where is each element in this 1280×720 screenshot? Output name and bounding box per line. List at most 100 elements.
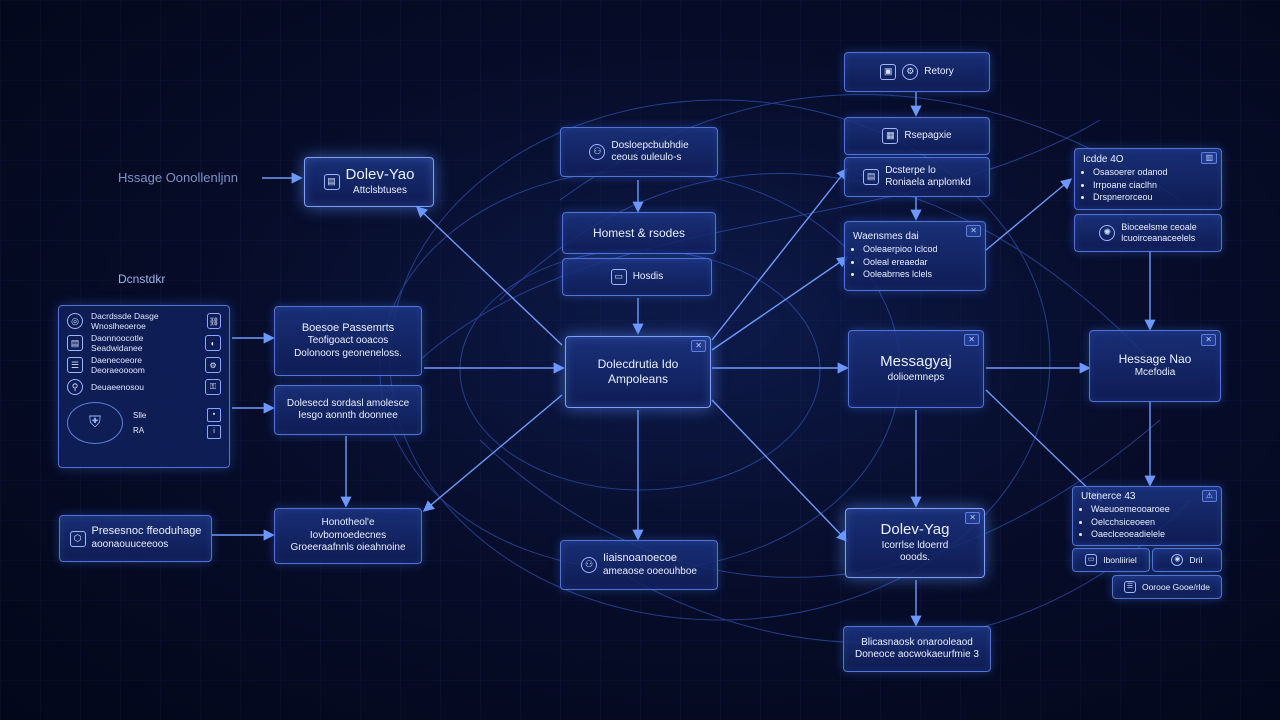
network-icon: ✺	[1099, 225, 1116, 241]
node-tiny-b[interactable]: ◉ DriI	[1152, 548, 1222, 572]
node-label: Ibonliiriel	[1103, 554, 1137, 565]
node-title: Messagyaj	[880, 353, 952, 371]
list-item: Drspnerorceou	[1093, 192, 1168, 203]
node-line: Ampoleans	[607, 372, 669, 386]
server-icon: ▤	[863, 169, 880, 185]
node-line: Doneoce aocwokaeurfmie 3	[855, 649, 979, 660]
node-line: ameaose ooeouhboe	[603, 565, 697, 577]
chart-icon[interactable]: ▥	[1201, 152, 1217, 164]
node-line: ceous ouleulo-s	[611, 152, 682, 163]
node-line: Iovbomoedecnes	[309, 529, 387, 541]
warning-icon[interactable]: ⚠	[1201, 490, 1217, 502]
node-passwords[interactable]: Boesoe Passemrts Teofigoact ooacos Dolon…	[274, 306, 422, 376]
panel-row-label: Daonnoocotle Seadwidanee	[91, 333, 144, 353]
server-icon: ▤	[67, 335, 83, 351]
node-desterpe[interactable]: ▤ Dcsterpe lo Roniaela anplomkd	[844, 157, 990, 197]
node-recovery[interactable]: ▣ ⚙ Retory	[844, 52, 990, 92]
gear-icon: ⚙	[902, 64, 919, 80]
node-right-top[interactable]: ▥ Icdde 4O Osasoerer odanod Irrpoane cia…	[1074, 148, 1222, 210]
node-line: Bioceelsme ceoale	[1121, 221, 1197, 232]
node-right-second[interactable]: ✺ Bioceelsme ceoale lcuoirceanaceelels	[1074, 214, 1222, 252]
close-icon[interactable]: ✕	[1201, 334, 1216, 346]
bullet-list: Ooleaerpioo lclcod Ooleal ereaedar Oolea…	[853, 243, 938, 281]
node-bottom-right[interactable]: Blicasnaosk onarooleaod Doneoce aocwokae…	[843, 626, 991, 672]
globe-icon[interactable]: ◐	[205, 335, 221, 351]
node-line: Hessage Nao	[1118, 352, 1192, 367]
node-label: Rsepagxie	[904, 129, 952, 141]
list-item: Irrpoane ciaclhn	[1093, 180, 1168, 191]
panel-row[interactable]: ⚲ Deuaeenosou ⚿	[59, 376, 229, 398]
node-honest[interactable]: Homest & rsodes	[562, 212, 716, 254]
panel-row-label: Dacrdssde Dasge Wnoslheoeroe	[91, 311, 159, 331]
node-dolev-center[interactable]: ✕ Dolecdrutia Ido Ampoleans	[565, 336, 711, 408]
node-resource-left[interactable]: ⬡ Presesnoc ffeoduhage aoonaouuceeoos	[59, 515, 212, 562]
close-icon[interactable]: ✕	[965, 512, 980, 524]
panel-row[interactable]: ☰ Daenecoeore Deoraeoooom ⚙	[59, 354, 229, 376]
list-item: Oelcchsiceoeen	[1091, 517, 1170, 528]
node-label: Oorooe Gooe/rlde	[1141, 581, 1211, 592]
node-debased[interactable]: Dolesecd sordasl amolesce Iesgo aonnth d…	[274, 385, 422, 435]
close-icon[interactable]: ✕	[691, 340, 706, 352]
link-icon[interactable]: ⛓	[206, 313, 221, 329]
node-maintenance[interactable]: ⚇ Iiaisnoanoecoe ameaose ooeouhboe	[560, 540, 718, 590]
window-icon: ▤	[323, 174, 340, 190]
panel-row[interactable]: ◎ Dacrdssde Dasge Wnoslheoeroe ⛓	[59, 310, 229, 332]
panel-row[interactable]: ▤ Daonnoocotle Seadwidanee ◐	[59, 332, 229, 354]
close-icon[interactable]: ✕	[964, 334, 979, 346]
lock-icon[interactable]: ⚿	[205, 379, 221, 395]
node-line: Boesoe Passemrts	[301, 321, 395, 334]
list-item: Ooleal ereaedar	[863, 257, 938, 268]
node-tiny-a[interactable]: ▭ Ibonliiriel	[1072, 548, 1150, 572]
node-line: Dolonoors geoneneloss.	[294, 347, 402, 359]
node-subtitle: dolioemneps	[887, 372, 945, 384]
node-line: lcuoirceanaceelels	[1121, 233, 1196, 243]
node-dolev-yag[interactable]: ✕ Dolev-Yag Icorrlse ldoerrd ooods.	[845, 508, 985, 578]
bookmark-icon[interactable]: ▪	[207, 407, 221, 422]
node-label: Homest & rsodes	[592, 225, 686, 240]
list-item: Waeuoemeooaroee	[1091, 504, 1170, 515]
node-title: Utenerce 43	[1081, 490, 1136, 502]
box-icon: ▦	[882, 128, 899, 144]
floating-title-label: Hssage Oonollenljnn	[118, 170, 238, 185]
node-label: Retory	[924, 65, 954, 77]
list-item: Ooleabrnes lclels	[863, 269, 938, 280]
document-icon: ☰	[67, 357, 83, 373]
node-hosted[interactable]: Honotheol'e Iovbomoedecnes Groeeraafnnls…	[274, 508, 422, 564]
node-title: Dolev-Yag	[880, 521, 950, 539]
node-hosts[interactable]: ▭ Hosdis	[562, 258, 712, 296]
node-repository[interactable]: ▦ Rsepagxie	[844, 117, 990, 155]
node-line: Presesnoc ffeoduhage	[91, 525, 202, 538]
node-messaging[interactable]: ✕ Messagyaj dolioemneps	[848, 330, 984, 408]
node-line: Blicasnaosk onarooleaod	[861, 636, 973, 648]
node-line: Icorrlse ldoerrd	[881, 539, 949, 551]
info-icon[interactable]: i	[207, 424, 221, 439]
node-line: ooods.	[899, 552, 931, 564]
shield-icon: ⛨	[67, 402, 123, 444]
cube-icon: ⬡	[69, 530, 86, 547]
close-icon[interactable]: ✕	[966, 225, 981, 237]
node-line: Honotheol'e	[321, 517, 375, 529]
node-line: Groeeraafnnls oieahnoine	[290, 542, 406, 554]
node-line: Dolecdrutia Ido	[597, 357, 679, 371]
settings-icon[interactable]: ⚙	[205, 357, 221, 373]
user-search-icon: ⚲	[67, 379, 83, 395]
node-line: Iiaisnoanoecoe	[603, 551, 678, 564]
node-dolev-yao-left[interactable]: ▤ Dolev-Yao Attclsbtuses	[304, 157, 434, 207]
monitor-icon: ▭	[610, 269, 627, 285]
node-message-meta[interactable]: ✕ Hessage Nao Mcefodia	[1089, 330, 1221, 402]
node-line: aoonaouuceeoos	[91, 539, 169, 551]
bullet-list: Waeuoemeooaroee Oelcchsiceoeen Oaeclceoe…	[1081, 503, 1170, 541]
cluster-icon: ⚇	[581, 557, 597, 573]
node-utenerce[interactable]: ⚠ Utenerce 43 Waeuoemeooaroee Oelcchsice…	[1072, 486, 1222, 546]
node-weaknesses[interactable]: ✕ Waensmes dai Ooleaerpioo lclcod Ooleal…	[844, 221, 986, 291]
node-line: Dosloepcbubhdie	[611, 139, 689, 151]
panel-row-label: Daenecoeore Deoraeoooom	[91, 355, 145, 375]
chip-label: Slle	[133, 410, 147, 420]
side-panel: ◎ Dacrdssde Dasge Wnoslheoeroe ⛓ ▤ Daonn…	[58, 305, 230, 468]
panel-detail: ⛨ Slle RA ▪ i	[59, 398, 229, 448]
cluster-icon: ⚇	[589, 144, 606, 160]
node-bootstrap[interactable]: ⚇ Dosloepcbubhdie ceous ouleulo-s	[560, 127, 718, 177]
bullet-list: Osasoerer odanod Irrpoane ciaclhn Drspne…	[1083, 166, 1168, 204]
node-tiny-c[interactable]: ☰ Oorooe Gooe/rlde	[1112, 575, 1222, 599]
target-icon: ◎	[67, 313, 83, 329]
